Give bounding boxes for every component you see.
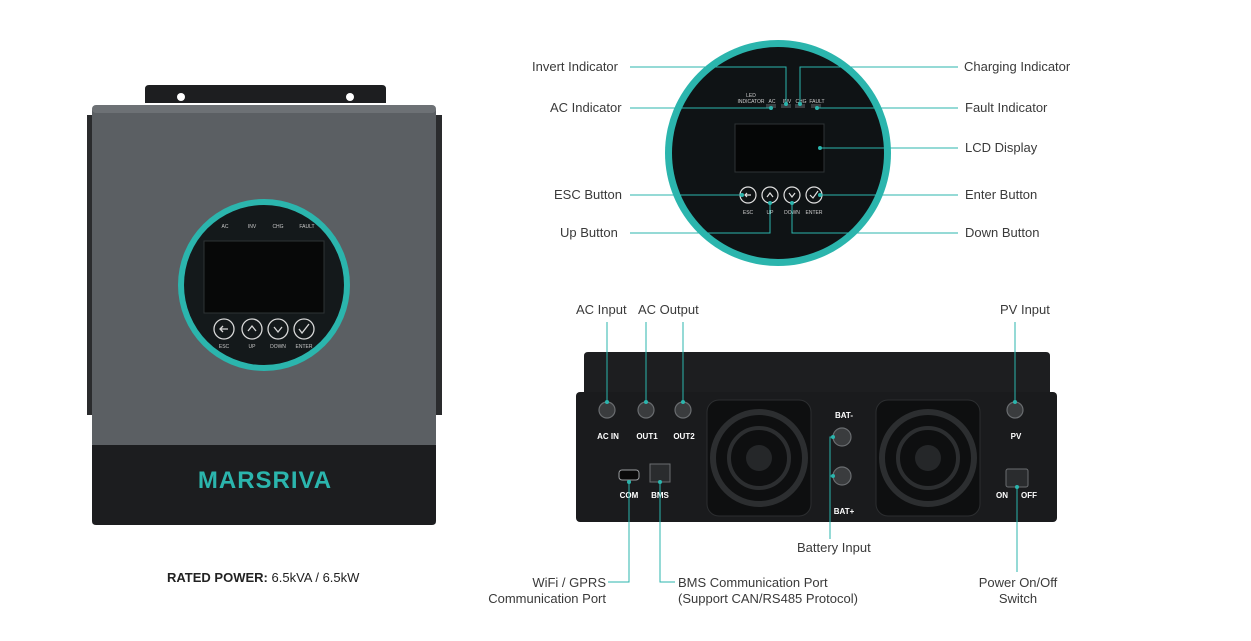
return-icon: [744, 192, 751, 198]
ac-in-terminal: [598, 401, 616, 419]
callout-esc-button: ESC Button: [554, 187, 622, 202]
svg-text:ENTER: ENTER: [296, 344, 313, 350]
front-indicator-chg: CHG: [272, 224, 283, 230]
front-enter-button[interactable]: [293, 318, 315, 340]
mounting-bracket: [145, 85, 386, 103]
inverter-back-view: AC IN OUT1 OUT2 PV BAT- BAT+ COM BMS ON …: [576, 322, 1057, 583]
callout-fault-indicator: Fault Indicator: [965, 100, 1048, 115]
callout-down-button: Down Button: [965, 225, 1040, 240]
callout-up-button: Up Button: [560, 225, 618, 240]
svg-text:DOWN: DOWN: [270, 344, 286, 350]
front-lcd-display: [203, 240, 325, 314]
zoom-lcd-display: [734, 123, 825, 173]
svg-text:BAT+: BAT+: [834, 507, 855, 516]
front-indicator-fault: FAULT: [299, 224, 314, 230]
control-panel-zoom: LED INDICATOR AC INV CHG FAULT ESC UP DO…: [630, 40, 958, 266]
svg-text:INDICATOR: INDICATOR: [737, 99, 764, 105]
check-icon: [298, 323, 310, 335]
svg-text:AC IN: AC IN: [597, 432, 619, 441]
svg-text:OUT2: OUT2: [673, 432, 695, 441]
bat-pos-terminal: [832, 466, 852, 486]
callout-enter-button: Enter Button: [965, 187, 1038, 202]
svg-text:ENTER: ENTER: [806, 210, 823, 216]
callout-battery-input: Battery Input: [797, 540, 871, 555]
zoom-indicator-chg-label: CHG: [795, 99, 806, 105]
zoom-indicator-fault-label: FAULT: [809, 99, 824, 105]
out2-terminal: [674, 401, 692, 419]
svg-text:OUT1: OUT1: [636, 432, 658, 441]
com-port[interactable]: [618, 469, 640, 481]
brand-logo: MARSRIVA: [198, 467, 332, 494]
fan-left: [706, 399, 812, 517]
front-indicator-ac: AC: [222, 224, 229, 230]
check-icon: [809, 190, 819, 199]
callout-power-switch: Power On/Off Switch: [978, 575, 1058, 606]
svg-text:ON: ON: [996, 491, 1008, 500]
return-icon: [219, 325, 228, 333]
front-down-button[interactable]: [267, 318, 289, 340]
callout-pv-input: PV Input: [1000, 302, 1050, 317]
top-leader-lines: [630, 66, 958, 234]
callout-invert-indicator: Invert Indicator: [532, 59, 618, 74]
mount-hole: [346, 93, 354, 101]
callout-ac-output: AC Output: [638, 302, 699, 317]
callout-ac-indicator: AC Indicator: [550, 100, 622, 115]
bms-port[interactable]: [649, 463, 671, 483]
front-indicator-inv: INV: [248, 224, 257, 230]
callout-bms-port: BMS Communication Port (Support CAN/RS48…: [678, 575, 858, 606]
rated-power: RATED POWER: 6.5kVA / 6.5kW: [167, 570, 360, 585]
chevron-down-icon: [273, 326, 283, 334]
svg-text:LED: LED: [746, 93, 756, 99]
svg-text:UP: UP: [249, 344, 257, 350]
svg-text:BAT-: BAT-: [835, 411, 853, 420]
inverter-front-view: MARSRIVA AC INV CHG FAULT ESC UP DOWN EN…: [87, 85, 442, 525]
inverter-base: [92, 445, 436, 525]
zoom-indicator-inv-label: INV: [783, 99, 792, 105]
svg-text:ESC: ESC: [219, 344, 230, 350]
svg-text:PV: PV: [1011, 432, 1022, 441]
mount-hole: [177, 93, 185, 101]
chevron-up-icon: [766, 192, 774, 198]
zoom-indicator-ac-label: AC: [769, 99, 776, 105]
front-esc-button[interactable]: [213, 318, 235, 340]
front-up-button[interactable]: [241, 318, 263, 340]
svg-text:OFF: OFF: [1021, 491, 1037, 500]
side-heatsink-right: [432, 115, 442, 415]
callout-wifi-port: WiFi / GPRS Communication Port: [488, 575, 606, 606]
out1-terminal: [637, 401, 655, 419]
callout-ac-input: AC Input: [576, 302, 627, 317]
back-top-lip: [584, 352, 1050, 392]
chevron-down-icon: [788, 192, 796, 198]
pv-terminal: [1006, 401, 1024, 419]
callout-lcd-display: LCD Display: [965, 140, 1038, 155]
power-switch[interactable]: [1005, 468, 1029, 488]
led-fault: [811, 104, 821, 108]
svg-text:ESC: ESC: [743, 210, 754, 216]
bat-neg-terminal: [832, 427, 852, 447]
fan-right: [875, 399, 981, 517]
callout-charging-indicator: Charging Indicator: [964, 59, 1071, 74]
chevron-up-icon: [247, 324, 257, 332]
